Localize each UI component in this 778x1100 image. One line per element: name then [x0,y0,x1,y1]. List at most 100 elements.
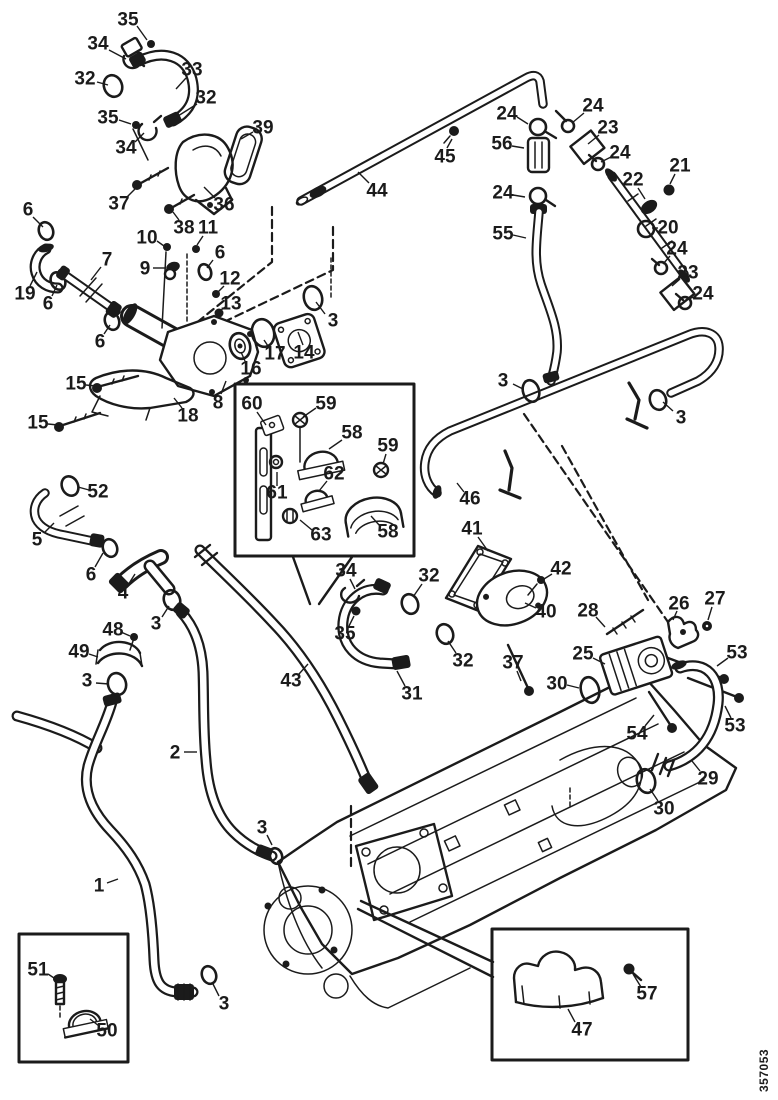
pump-40-cluster [444,544,549,696]
part-label-16: 16 [240,359,261,380]
callout-leader-32 [412,583,423,598]
callout-leader-27 [707,606,713,621]
callout-leader-3 [95,682,110,685]
callout-leader-24 [685,296,695,301]
part-label-34: 34 [87,34,109,55]
part-label-59: 59 [315,394,336,415]
part-label-19: 19 [14,284,35,305]
tube-23 [569,129,606,166]
callout-leader-46 [456,482,465,493]
callout-leader-6 [103,324,111,335]
dashed-alignment-lines [186,205,670,870]
bolt-48 [130,633,138,641]
part-label-9: 9 [140,259,151,280]
stud-28 [605,608,645,636]
o-ring-3 [268,846,284,866]
part-label-37: 37 [502,653,523,674]
part-label-32: 32 [195,88,216,109]
callout-leader-32 [96,81,109,86]
callout-leader-3 [161,605,170,618]
callout-leader-28 [595,616,606,628]
part-label-39: 39 [252,118,273,139]
bolt-38 [164,204,174,214]
callout-leader-58 [328,439,343,450]
callout-leader-7 [90,266,102,281]
part-label-53: 53 [726,643,747,664]
part-label-45: 45 [434,147,456,168]
elbow-5-tee-4 [29,475,182,612]
callout-leader-24 [662,255,671,265]
pipe-44 [295,70,548,206]
callout-leader-10 [156,240,165,247]
part-label-20: 20 [657,218,678,239]
callout-leader-13 [219,306,226,312]
clip-24 [653,260,669,276]
callout-leader-37 [126,187,137,198]
part-label-2: 2 [170,743,181,764]
part-label-49: 49 [68,642,89,663]
callout-leader-6 [32,216,44,228]
callout-leader-45 [446,138,453,149]
fitting-22 [640,199,658,215]
part-label-3: 3 [676,408,687,429]
o-ring-30 [579,675,601,705]
part-label-58: 58 [377,522,398,543]
part-label-7: 7 [102,250,113,271]
inset-bracket-47 [356,899,690,1062]
callout-leader-26 [672,610,678,621]
callout-leader-33 [175,77,187,90]
part-label-6: 6 [86,565,97,586]
adapter-25-cluster [579,608,744,795]
callout-leader-59 [382,453,387,465]
hose-2 [173,602,284,866]
bolt-11 [192,245,200,253]
part-label-10: 10 [136,228,157,249]
clamp-58 [297,450,346,481]
engine-block [263,679,738,1009]
gasket-3 [302,284,324,312]
callout-leader-48 [120,631,131,637]
o-ring-3 [521,378,541,404]
callout-leader-14 [297,331,304,346]
part-label-14: 14 [293,343,315,364]
part-label-62: 62 [323,464,344,485]
o-ring-6 [197,262,213,282]
part-label-28: 28 [577,601,598,622]
clip-24 [560,118,576,134]
o-ring-6 [37,220,55,242]
part-label-24: 24 [496,104,518,125]
part-label-26: 26 [668,594,689,615]
part-label-6: 6 [95,332,106,353]
part-label-5: 5 [32,530,43,551]
part-label-46: 46 [459,489,480,510]
callout-leader-58 [370,515,381,527]
part-label-60: 60 [241,394,262,415]
callout-leader-57 [632,973,642,988]
part-label-31: 31 [401,684,423,705]
callout-leader-6 [51,284,58,297]
inset-clamp-assembly [233,382,416,606]
callout-leader-63 [299,519,313,531]
part-label-3: 3 [219,994,230,1015]
part-label-1: 1 [94,876,105,897]
part-label-15: 15 [65,374,87,395]
callout-leader-23 [671,278,681,287]
part-label-3: 3 [328,311,339,332]
part-label-15: 15 [27,413,49,434]
callout-leader-53 [716,657,729,667]
hose-31 [337,578,455,670]
callout-leader-24 [512,194,526,198]
callout-leader-8 [220,380,227,395]
bolt-37 [506,643,530,690]
o-ring-3 [162,588,182,612]
bracket-47 [512,950,605,1009]
clamp-34 [339,586,361,604]
bolt-15 [54,422,64,432]
callout-leader-3 [266,834,273,846]
callout-leader-30 [566,684,580,689]
doc-number: 357053 [757,1049,771,1092]
callout-leader-56 [511,145,525,149]
